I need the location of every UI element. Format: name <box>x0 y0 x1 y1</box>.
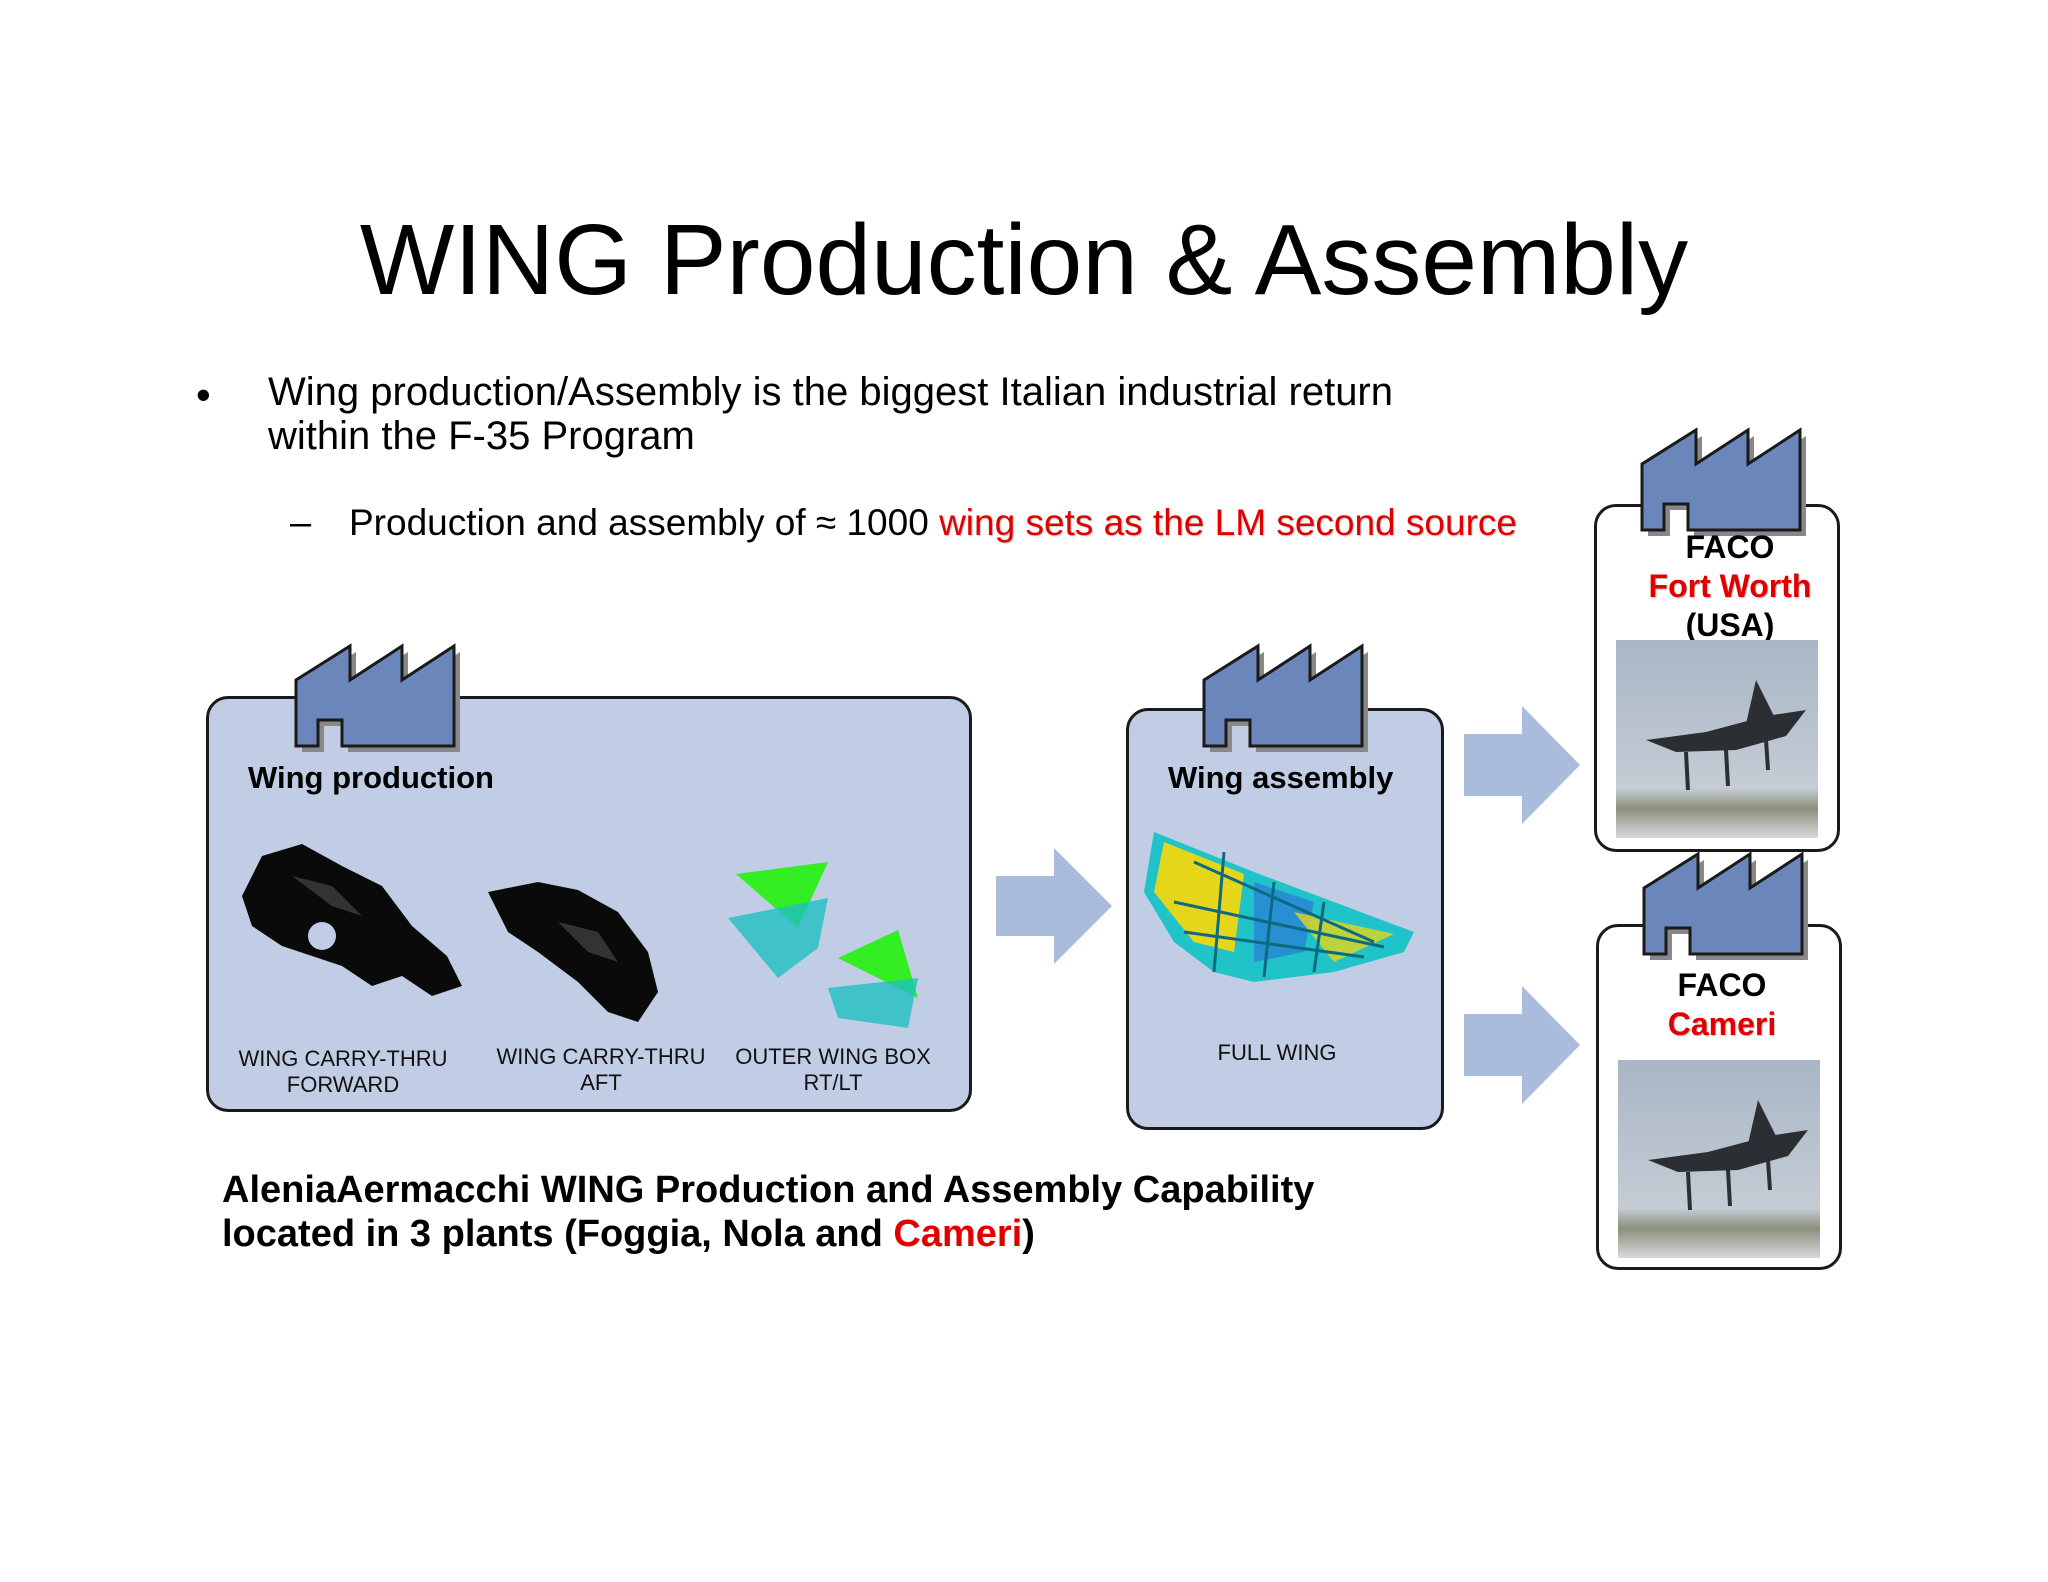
bullet-line-1: Wing production/Assembly is the biggest … <box>268 370 1393 414</box>
wing-production-label: Wing production <box>248 760 494 795</box>
capability-line-2: located in 3 plants (Foggia, Nola and Ca… <box>222 1212 1314 1256</box>
wing-carry-thru-forward-image <box>242 844 462 996</box>
sub-bullet-plain: Production and assembly of ≈ 1000 <box>349 502 940 543</box>
wing-carry-thru-aft-caption: WING CARRY-THRU AFT <box>486 1044 716 1096</box>
faco-title: FACO <box>1685 529 1775 565</box>
factory-icon <box>294 643 460 752</box>
part-caption-line-1: WING CARRY-THRU <box>496 1044 706 1069</box>
bullet-marker: • <box>196 371 211 418</box>
part-caption-line-2: AFT <box>580 1070 622 1095</box>
faco-title: FACO <box>1677 967 1767 1003</box>
capability-line-1: AleniaAermacchi WING Production and Asse… <box>222 1169 1315 1211</box>
bullet-line-2: within the F-35 Program <box>268 414 695 458</box>
part-caption-line-1: WING CARRY-THRU <box>238 1046 448 1071</box>
outer-wing-box-caption: OUTER WING BOX RT/LT <box>718 1044 948 1096</box>
capability-line-2-highlight: Cameri <box>893 1213 1023 1255</box>
sub-bullet-highlight: wing sets as the LM second source <box>939 502 1517 543</box>
part-caption-line-2: FORWARD <box>286 1072 400 1097</box>
part-caption-line-2: RT/LT <box>803 1070 863 1095</box>
wing-carry-thru-aft-image <box>488 882 658 1022</box>
factory-icon <box>1202 643 1368 752</box>
arrow-right-icon <box>1464 706 1580 824</box>
slide-title: WING Production & Assembly <box>359 204 1689 316</box>
outer-wing-box-image <box>728 862 918 1028</box>
part-caption-line-1: OUTER WING BOX <box>735 1044 931 1069</box>
faco-location: Cameri <box>1667 1006 1777 1042</box>
full-wing-image <box>1144 832 1414 982</box>
wing-carry-thru-forward-caption: WING CARRY-THRU FORWARD <box>228 1046 458 1098</box>
full-wing-caption: FULL WING <box>1217 1040 1337 1065</box>
faco-country: (USA) <box>1685 607 1775 643</box>
sub-bullet-marker: – <box>290 502 312 544</box>
faco-fort-worth-label: FACO Fort Worth (USA) <box>1620 528 1840 645</box>
faco-cameri-label: FACO Cameri <box>1612 966 1832 1044</box>
arrow-right-icon <box>996 848 1112 964</box>
capability-line-2-end: ) <box>1022 1213 1035 1255</box>
factory-icon <box>1640 427 1806 536</box>
f35-aircraft-photo <box>1618 1060 1820 1258</box>
faco-location: Fort Worth <box>1648 568 1812 604</box>
f35-aircraft-photo <box>1616 640 1818 838</box>
arrow-right-icon <box>1464 986 1580 1104</box>
sub-bullet-text: Production and assembly of ≈ 1000 wing s… <box>349 502 1517 544</box>
capability-line-2-plain: located in 3 plants (Foggia, Nola and <box>222 1213 894 1255</box>
factory-icon <box>1642 851 1808 960</box>
capability-summary: AleniaAermacchi WING Production and Asse… <box>222 1168 1314 1256</box>
bullet-text: Wing production/Assembly is the biggest … <box>268 370 1568 458</box>
wing-assembly-label: Wing assembly <box>1168 760 1394 795</box>
